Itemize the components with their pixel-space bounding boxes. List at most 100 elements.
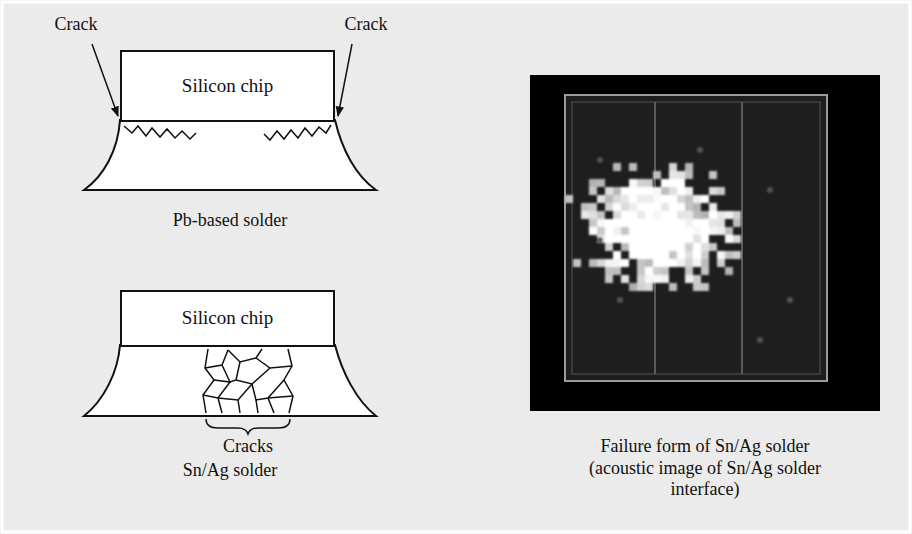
echo-pixel: [677, 227, 685, 235]
crack-label: Cracks: [223, 436, 273, 458]
echo-pixel: [677, 211, 685, 219]
echo-pixel: [717, 211, 725, 219]
echo-pixel: [597, 179, 605, 187]
echo-pixel: [589, 259, 597, 267]
echo-pixel: [589, 211, 597, 219]
void-dot: [767, 187, 773, 193]
echo-pixel: [613, 235, 621, 243]
echo-pixel: [661, 259, 669, 267]
echo-pixel: [693, 195, 701, 203]
echo-pixel: [677, 179, 685, 187]
echo-pixel: [613, 187, 621, 195]
echo-pixel: [669, 219, 677, 227]
echo-pixel: [653, 187, 661, 195]
echo-pixel: [605, 259, 613, 267]
echo-pixel: [645, 195, 653, 203]
echo-pixel: [693, 219, 701, 227]
echo-pixel: [629, 163, 637, 171]
echo-pixel: [677, 203, 685, 211]
echo-pixel: [637, 187, 645, 195]
echo-pixel: [637, 235, 645, 243]
echo-pixel: [677, 187, 685, 195]
echo-pixel: [685, 227, 693, 235]
echo-pixel: [669, 211, 677, 219]
echo-pixel: [653, 171, 661, 179]
chip-box: Silicon chip: [120, 50, 335, 122]
echo-pixel: [693, 203, 701, 211]
echo-pixel: [693, 243, 701, 251]
echo-pixel: [629, 195, 637, 203]
echo-pixel: [581, 203, 589, 211]
echo-pixel: [629, 187, 637, 195]
echo-pixel: [709, 219, 717, 227]
echo-pixel: [661, 243, 669, 251]
echo-pixel: [709, 227, 717, 235]
echo-pixel: [701, 243, 709, 251]
echo-pixel: [653, 243, 661, 251]
echo-pixel: [653, 267, 661, 275]
echo-pixel: [613, 195, 621, 203]
echo-pixel: [605, 187, 613, 195]
die-outline: [565, 95, 827, 381]
echo-pixel: [613, 163, 621, 171]
echo-pixel: [661, 219, 669, 227]
chip-label: Silicon chip: [182, 307, 273, 330]
echo-pixel: [613, 259, 621, 267]
echo-pixel: [629, 203, 637, 211]
echo-pixel: [653, 203, 661, 211]
echo-pixel: [669, 259, 677, 267]
echo-pixel: [661, 251, 669, 259]
echo-pixel: [597, 259, 605, 267]
echo-pixel: [701, 227, 709, 235]
echo-pixel: [645, 219, 653, 227]
echo-pixel: [717, 187, 725, 195]
echo-pixel: [653, 235, 661, 243]
echo-pixel: [645, 227, 653, 235]
echo-pixel: [693, 259, 701, 267]
echo-pixel: [605, 203, 613, 211]
echo-pixel: [685, 219, 693, 227]
echo-pixel: [621, 243, 629, 251]
echo-pixel: [629, 179, 637, 187]
echo-pixel: [629, 243, 637, 251]
echo-pixel: [709, 203, 717, 211]
echo-pixel: [669, 283, 677, 291]
echo-pixel: [645, 259, 653, 267]
echo-pixel: [701, 219, 709, 227]
echo-pixel: [605, 267, 613, 275]
void-dot: [787, 297, 793, 303]
echo-pixel: [621, 259, 629, 267]
echo-pixel: [645, 243, 653, 251]
echo-pixel: [653, 251, 661, 259]
echo-pixel: [661, 227, 669, 235]
echo-pixel: [645, 283, 653, 291]
echo-pixel: [629, 211, 637, 219]
solder-layer: [84, 120, 376, 190]
echo-pixel: [613, 203, 621, 211]
echo-pixel: [685, 211, 693, 219]
echo-pixel: [661, 195, 669, 203]
echo-pixel: [645, 251, 653, 259]
echo-pixel: [597, 235, 605, 243]
echo-pixel: [677, 195, 685, 203]
echo-pixel: [733, 251, 741, 259]
echo-pixel: [613, 219, 621, 227]
echo-pixel: [621, 203, 629, 211]
echo-pixel: [693, 235, 701, 243]
echo-pixel: [677, 219, 685, 227]
solder-layer: [84, 345, 376, 416]
echo-pixel: [613, 211, 621, 219]
echo-pixel: [637, 227, 645, 235]
leader-arrow: [92, 44, 118, 116]
echo-pixel: [637, 259, 645, 267]
caption-label: Sn/Ag solder: [183, 460, 278, 482]
echo-pixel: [637, 243, 645, 251]
echo-pixel: [565, 195, 573, 203]
echo-pixel: [661, 267, 669, 275]
echo-pixel: [677, 251, 685, 259]
echo-pixel: [677, 171, 685, 179]
echo-pixel: [685, 275, 693, 283]
echo-pixel: [701, 251, 709, 259]
echo-pixel: [629, 283, 637, 291]
echo-pixel: [645, 187, 653, 195]
